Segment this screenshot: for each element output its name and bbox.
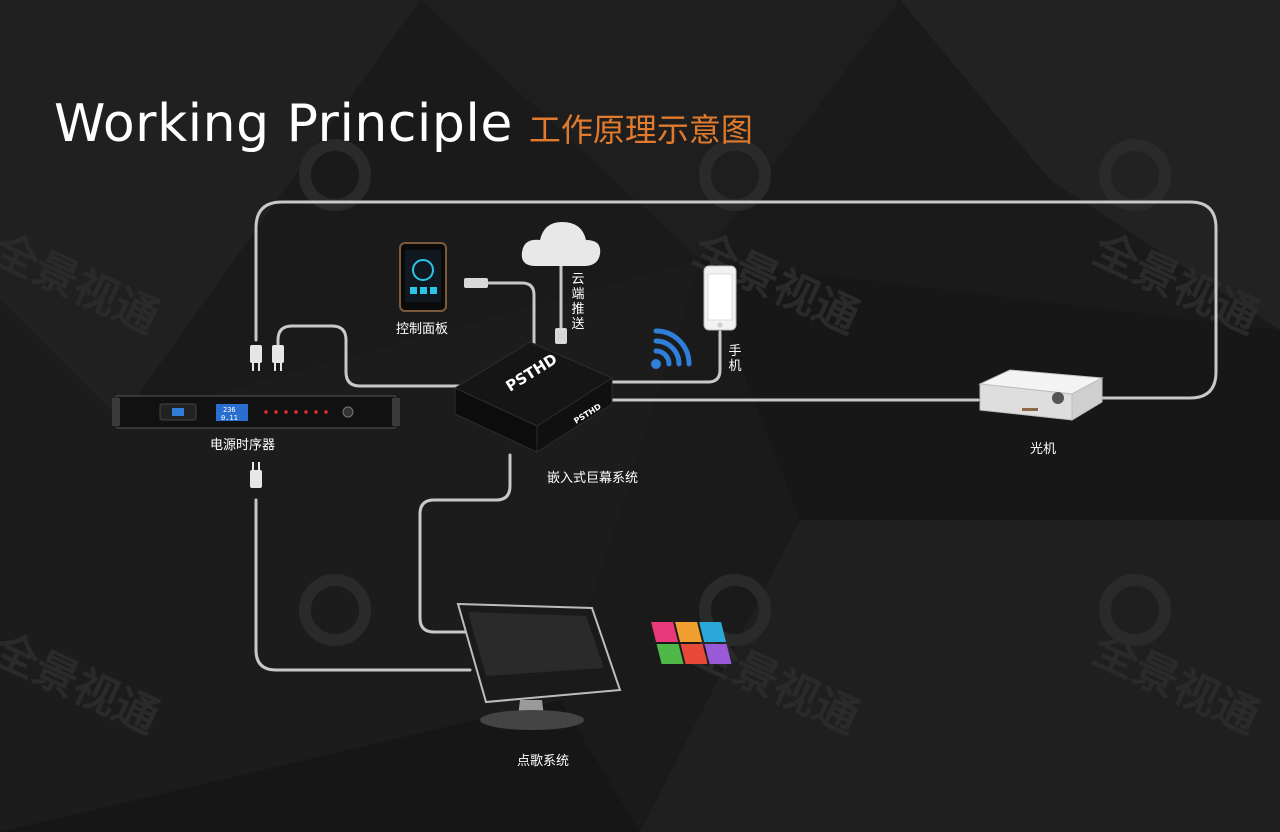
control-panel-device	[400, 243, 446, 311]
projector-label: 光机	[1030, 438, 1056, 457]
current-readout: 0.11	[221, 414, 238, 422]
song-system-label: 点歌系统	[517, 750, 569, 769]
voltage-readout: 236	[223, 406, 236, 414]
power-sequencer-label: 电源时序器	[210, 434, 275, 453]
control-panel-label: 控制面板	[396, 318, 448, 337]
embedded-system-label: 嵌入式巨幕系统	[547, 467, 638, 486]
power-plug-icon	[272, 345, 284, 371]
title-chinese: 工作原理示意图	[529, 105, 753, 151]
phone-label: 手机	[727, 344, 743, 374]
page-title: Working Principle 工作原理示意图	[54, 94, 753, 154]
cloud-label: 云端推送	[570, 272, 586, 332]
phone-device	[704, 266, 736, 330]
power-plug-icon	[250, 345, 262, 371]
power-sequencer-device: 236 0.11	[112, 396, 400, 428]
cloud-icon	[522, 222, 600, 266]
title-english: Working Principle	[54, 94, 513, 154]
